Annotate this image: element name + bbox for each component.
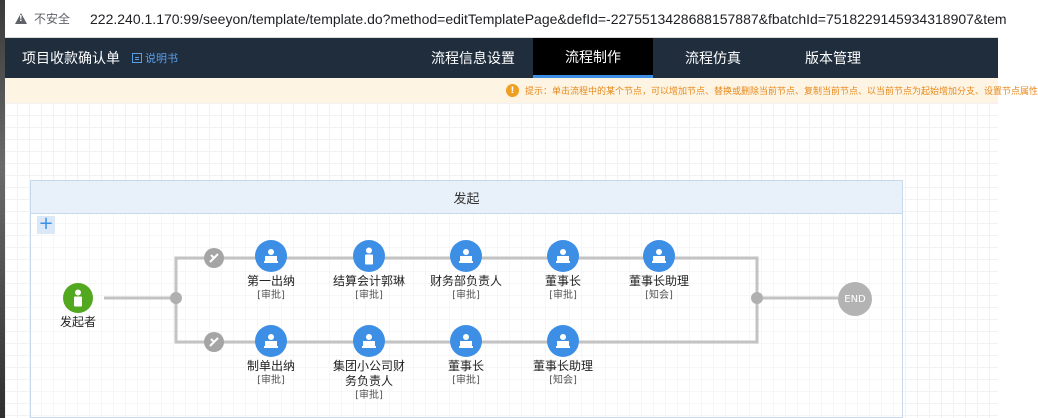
tab-bar: 流程信息设置 流程制作 流程仿真 版本管理: [413, 38, 893, 78]
tip-bar: ! 提示：单击流程中的某个节点，可以增加节点、替换或删除当前节点、复制当前节点、…: [5, 78, 1038, 103]
browser-address-bar[interactable]: 不安全 222.240.1.170:99/seeyon/template/tem…: [5, 0, 1007, 38]
node-type: [审批]: [452, 375, 480, 386]
approver-icon: [450, 240, 482, 272]
flow-canvas: [5, 103, 998, 418]
approver-icon: [547, 240, 579, 272]
add-node-button[interactable]: +: [37, 213, 55, 234]
approver-icon: [547, 325, 579, 357]
node-name: 财务部负责人: [429, 274, 502, 288]
help-link[interactable]: 说明书: [132, 50, 178, 66]
node-name: 董事长: [544, 274, 581, 288]
tip-text: 提示：单击流程中的某个节点，可以增加节点、替换或删除当前节点、复制当前节点、以当…: [524, 87, 1038, 97]
tab-flow-design[interactable]: 流程制作: [533, 38, 653, 78]
person-icon: [353, 240, 385, 272]
node-branch2-3[interactable]: 董事长 [审批]: [416, 325, 516, 388]
node-name: 制单出纳: [246, 359, 295, 373]
url-text[interactable]: 222.240.1.170:99/seeyon/template/templat…: [90, 10, 1007, 27]
node-type: [审批]: [549, 290, 577, 301]
node-name: 董事长助理: [532, 359, 593, 373]
condition-icon: [209, 337, 219, 347]
node-branch1-2[interactable]: 结算会计郭琳 [审批]: [319, 240, 419, 303]
node-branch2-4[interactable]: 董事长助理 [知会]: [513, 325, 613, 388]
info-icon: !: [505, 84, 519, 97]
node-branch1-5[interactable]: 董事长助理 [知会]: [609, 240, 709, 303]
approver-icon: [255, 240, 287, 272]
condition-gateway-2[interactable]: [204, 332, 224, 352]
node-name: 董事长助理: [628, 274, 689, 288]
end-node[interactable]: END: [838, 282, 872, 316]
node-branch2-2[interactable]: 集团小公司财务负责人 [审批]: [319, 325, 419, 403]
node-name: 结算会计郭琳: [332, 274, 405, 288]
security-warning[interactable]: 不安全: [15, 10, 70, 27]
node-type: [知会]: [549, 375, 577, 386]
node-type: [审批]: [452, 290, 480, 301]
node-type: [审批]: [257, 375, 285, 386]
start-node-label: 发起者: [59, 315, 96, 329]
app-header: 项目收款确认单 说明书 流程信息设置 流程制作 流程仿真 版本管理: [5, 38, 998, 78]
left-window-edge: [0, 0, 5, 418]
node-branch1-1[interactable]: 第一出纳 [审批]: [221, 240, 321, 303]
node-type: [知会]: [645, 290, 673, 301]
node-branch2-1[interactable]: 制单出纳 [审批]: [221, 325, 321, 388]
split-point[interactable]: [170, 292, 182, 304]
flow-start-header[interactable]: 发起: [30, 180, 903, 214]
help-label: 说明书: [145, 52, 178, 65]
condition-gateway-1[interactable]: [204, 248, 224, 268]
page-title: 项目收款确认单: [22, 51, 120, 67]
approver-icon: [353, 325, 385, 357]
node-type: [审批]: [355, 290, 383, 301]
node-name: 集团小公司财务负责人: [332, 359, 405, 388]
node-type: [审批]: [257, 290, 285, 301]
node-type: [审批]: [355, 390, 383, 401]
security-label: 不安全: [34, 12, 71, 26]
approver-icon: [450, 325, 482, 357]
approver-icon: [643, 240, 675, 272]
warning-icon: [15, 13, 27, 24]
tab-flow-info[interactable]: 流程信息设置: [431, 51, 515, 67]
document-icon: [132, 53, 142, 63]
start-node[interactable]: 发起者: [28, 283, 128, 330]
start-icon: [63, 283, 93, 313]
node-branch1-3[interactable]: 财务部负责人 [审批]: [416, 240, 516, 303]
tab-flow-simulation[interactable]: 流程仿真: [685, 51, 741, 67]
approver-icon: [255, 325, 287, 357]
node-branch1-4[interactable]: 董事长 [审批]: [513, 240, 613, 303]
node-name: 第一出纳: [246, 274, 295, 288]
join-point[interactable]: [751, 292, 763, 304]
node-name: 董事长: [447, 359, 484, 373]
tab-version-management[interactable]: 版本管理: [805, 51, 861, 67]
person-icon: [74, 289, 82, 307]
condition-icon: [209, 253, 219, 263]
